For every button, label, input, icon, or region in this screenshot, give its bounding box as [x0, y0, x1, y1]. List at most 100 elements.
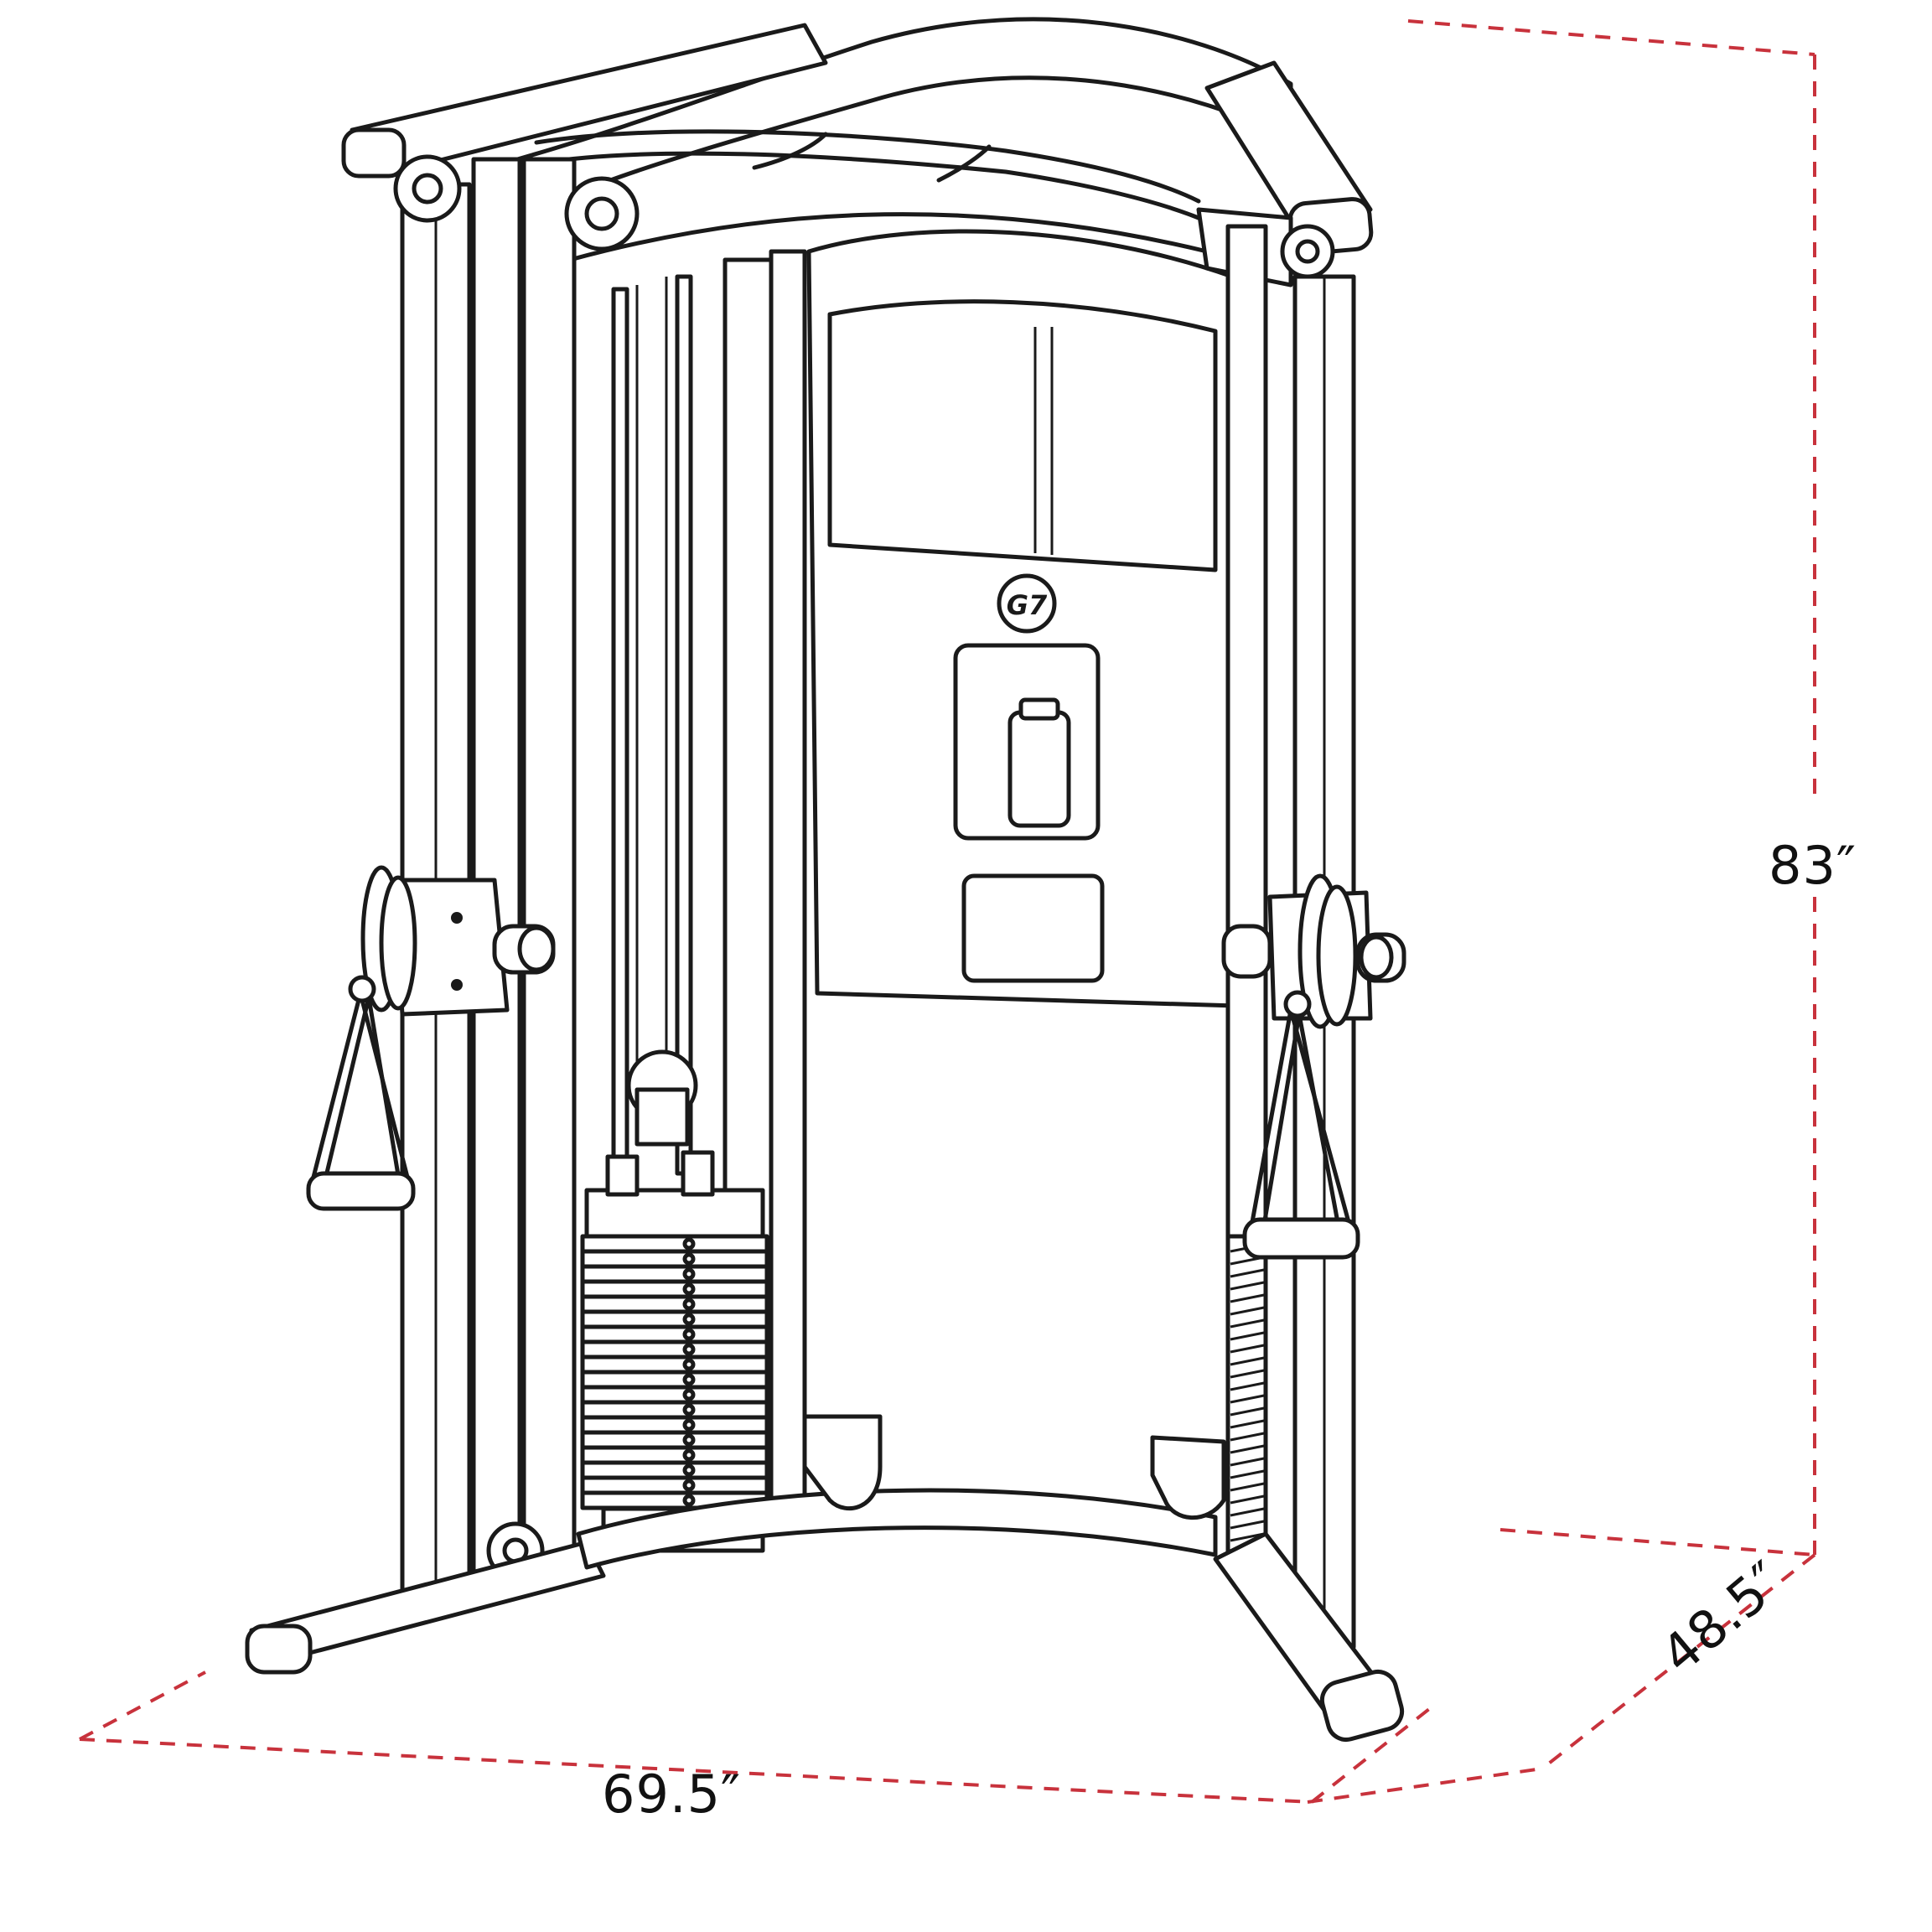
stack-hatch-line — [1230, 1306, 1265, 1316]
depth-dimension-foot-line — [1307, 1767, 1543, 1804]
rear-base-arc — [576, 1488, 1218, 1570]
plate-pin-hole — [682, 1252, 696, 1266]
weight-plate — [580, 1279, 769, 1299]
dimension-lines — [79, 19, 1816, 1804]
stack-hatch-line — [1230, 1444, 1265, 1454]
plate-pin-hole — [682, 1494, 696, 1507]
plate-pin-hole — [682, 1282, 696, 1296]
plate-pin-hole — [682, 1403, 696, 1417]
weight-plate — [580, 1339, 769, 1360]
plate-pin-hole — [682, 1388, 696, 1401]
weight-plate — [580, 1475, 769, 1495]
weight-plate — [580, 1264, 769, 1284]
right-bench-bracket — [1150, 1435, 1226, 1520]
stack-hatch-line — [1230, 1469, 1265, 1479]
accessory-shelf — [827, 299, 1218, 572]
height-dimension-bottom-line — [1500, 1528, 1815, 1556]
guide-rod-left — [611, 287, 629, 1176]
stack-hatch-line — [1230, 1394, 1265, 1404]
plate-pin-hole — [682, 1448, 696, 1462]
stack-hatch-line — [1230, 1457, 1265, 1467]
right-rear-knob — [1221, 924, 1272, 979]
weight-plate — [580, 1385, 769, 1405]
weight-plate — [580, 1430, 769, 1450]
water-bottle — [1007, 710, 1071, 828]
base-frame — [245, 1414, 1405, 1743]
stack-hatch-line — [1230, 1356, 1265, 1366]
stack-hatch-line — [1230, 1369, 1265, 1379]
stack-hatch-line — [1230, 1406, 1265, 1417]
g7-logo-badge — [997, 573, 1057, 634]
rear-handle-slot — [961, 873, 1105, 983]
stack-hatch-line — [1230, 1494, 1265, 1505]
right-stirrup-handle — [1246, 1007, 1356, 1243]
weight-plate — [580, 1294, 769, 1314]
stack-hatch-line — [1230, 1419, 1265, 1429]
stack-hatch-line — [1230, 1318, 1265, 1329]
plate-pin-hole — [682, 1479, 696, 1492]
top-crossbar-inner — [567, 212, 1209, 262]
weight-plate — [580, 1445, 769, 1465]
weight-stack-assembly — [580, 249, 807, 1553]
left-bench-bracket — [802, 1414, 883, 1510]
stack-hatch-line — [1230, 1381, 1265, 1391]
pull-up-bar-lower — [534, 151, 1201, 220]
weight-plate — [580, 1400, 769, 1420]
stack-hatch-line — [1230, 1344, 1265, 1354]
weight-plate — [580, 1370, 769, 1390]
weight-plate — [580, 1415, 769, 1435]
plate-pin-hole — [682, 1297, 696, 1311]
top-left-end-cap — [341, 127, 407, 179]
plate-pin-hole — [682, 1343, 696, 1356]
stack-front-post — [769, 249, 807, 1520]
weight-plate — [580, 1309, 769, 1329]
stack-hatch-line — [1230, 1268, 1265, 1278]
weight-plate — [580, 1460, 769, 1480]
left-foot-cap — [245, 1624, 313, 1675]
selector-top-plate — [584, 1188, 765, 1239]
stack-hatch-line — [1230, 1507, 1265, 1517]
plate-pin-hole — [682, 1433, 696, 1447]
height-dimension-top-line — [1407, 19, 1815, 56]
stack-hatch-line — [1230, 1293, 1265, 1303]
stack-hatch-line — [1230, 1482, 1265, 1492]
width-dimension-label: 69.5″ — [602, 1764, 742, 1825]
plate-pin-hole — [682, 1267, 696, 1281]
stack-hatch-line — [1230, 1331, 1265, 1341]
left-handle-grip — [306, 1171, 416, 1211]
weight-plates — [580, 1234, 769, 1510]
left-carriage — [306, 865, 556, 1211]
right-foot-cap — [1319, 1669, 1405, 1743]
width-dimension-line — [79, 1738, 1313, 1804]
depth-dimension-line — [1541, 1553, 1816, 1770]
plate-pin-hole — [682, 1313, 696, 1326]
stack-hatch-line — [1230, 1432, 1265, 1442]
g7-logo-text: G7 — [1007, 589, 1048, 621]
stack-hatch-line — [1230, 1281, 1265, 1291]
plate-pin-hole — [682, 1373, 696, 1386]
plate-pin-hole — [682, 1358, 696, 1371]
plate-pin-hole — [682, 1328, 696, 1341]
plate-pin-hole — [682, 1237, 696, 1251]
weight-plate — [580, 1234, 769, 1254]
guide-rod-right — [675, 274, 693, 1176]
pull-up-bar — [534, 129, 1201, 204]
pull-up-handle-right — [936, 144, 992, 183]
rear-storage-panel: G7 — [806, 229, 1239, 1008]
width-dimension-left-slant — [79, 1670, 206, 1741]
right-carriage — [1221, 873, 1406, 1260]
weight-plate — [580, 1324, 769, 1344]
plate-pin-hole — [682, 1463, 696, 1477]
left-column-inner-post — [471, 157, 522, 1595]
stack-hatch-line — [1230, 1520, 1265, 1530]
left-rear-post — [521, 157, 577, 1578]
right-handle-grip — [1242, 1217, 1360, 1260]
plate-pin-hole — [682, 1418, 696, 1432]
pull-up-handle-left — [752, 132, 828, 170]
weight-plate — [580, 1249, 769, 1269]
weight-plate — [580, 1354, 769, 1375]
stack-hatch-line — [1230, 1532, 1265, 1542]
height-dimension-label: 83″ — [1769, 835, 1857, 896]
